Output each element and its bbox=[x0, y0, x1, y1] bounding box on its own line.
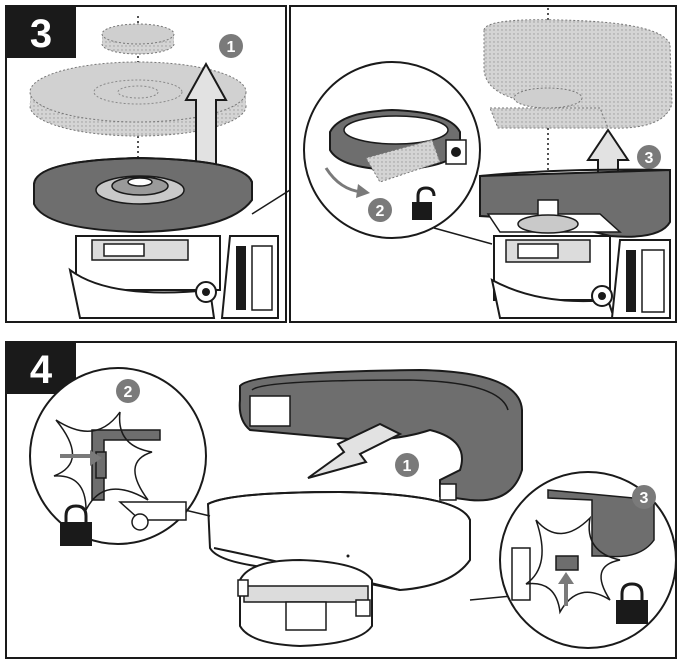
svg-text:2: 2 bbox=[124, 384, 133, 401]
panel-3-left: 3 1 bbox=[5, 5, 291, 323]
step-4-label: 4 bbox=[6, 342, 76, 394]
grinder-head bbox=[68, 235, 279, 319]
svg-text:3: 3 bbox=[645, 150, 654, 167]
panel-3-right: 3 bbox=[289, 5, 677, 323]
step-4-badge-1: 1 bbox=[395, 453, 419, 477]
step-3-number: 3 bbox=[30, 12, 52, 56]
locked-padlock-icon-right bbox=[616, 582, 648, 624]
guard-clamp bbox=[237, 558, 373, 648]
zoom-connector bbox=[251, 189, 291, 215]
svg-text:1: 1 bbox=[403, 458, 412, 475]
lever-detail-magnifier bbox=[303, 61, 493, 245]
unlocked-padlock-icon bbox=[412, 186, 436, 220]
svg-text:2: 2 bbox=[376, 203, 385, 220]
svg-text:1: 1 bbox=[227, 39, 236, 56]
step-3-badge-2: 2 bbox=[368, 198, 392, 222]
step-3-badge-1: 1 bbox=[219, 34, 243, 58]
locked-padlock-icon-left bbox=[60, 504, 92, 546]
flange-nut bbox=[101, 23, 175, 55]
step-3-badge-3: 3 bbox=[637, 145, 661, 169]
step-4-badge-3: 3 bbox=[632, 485, 656, 509]
grinder-head-right bbox=[490, 235, 671, 319]
step-4-number: 4 bbox=[30, 348, 53, 392]
step-3-label: 3 bbox=[6, 6, 76, 58]
step-4-badge-2: 2 bbox=[116, 379, 140, 403]
spindle-stub bbox=[517, 199, 579, 234]
slide-guard-arrow bbox=[307, 422, 403, 479]
svg-text:3: 3 bbox=[640, 490, 649, 507]
panel-4: 4 1 bbox=[5, 341, 677, 659]
lifted-guard bbox=[483, 19, 673, 129]
wheel-guard bbox=[33, 156, 253, 234]
left-tab-magnifier bbox=[29, 367, 211, 545]
